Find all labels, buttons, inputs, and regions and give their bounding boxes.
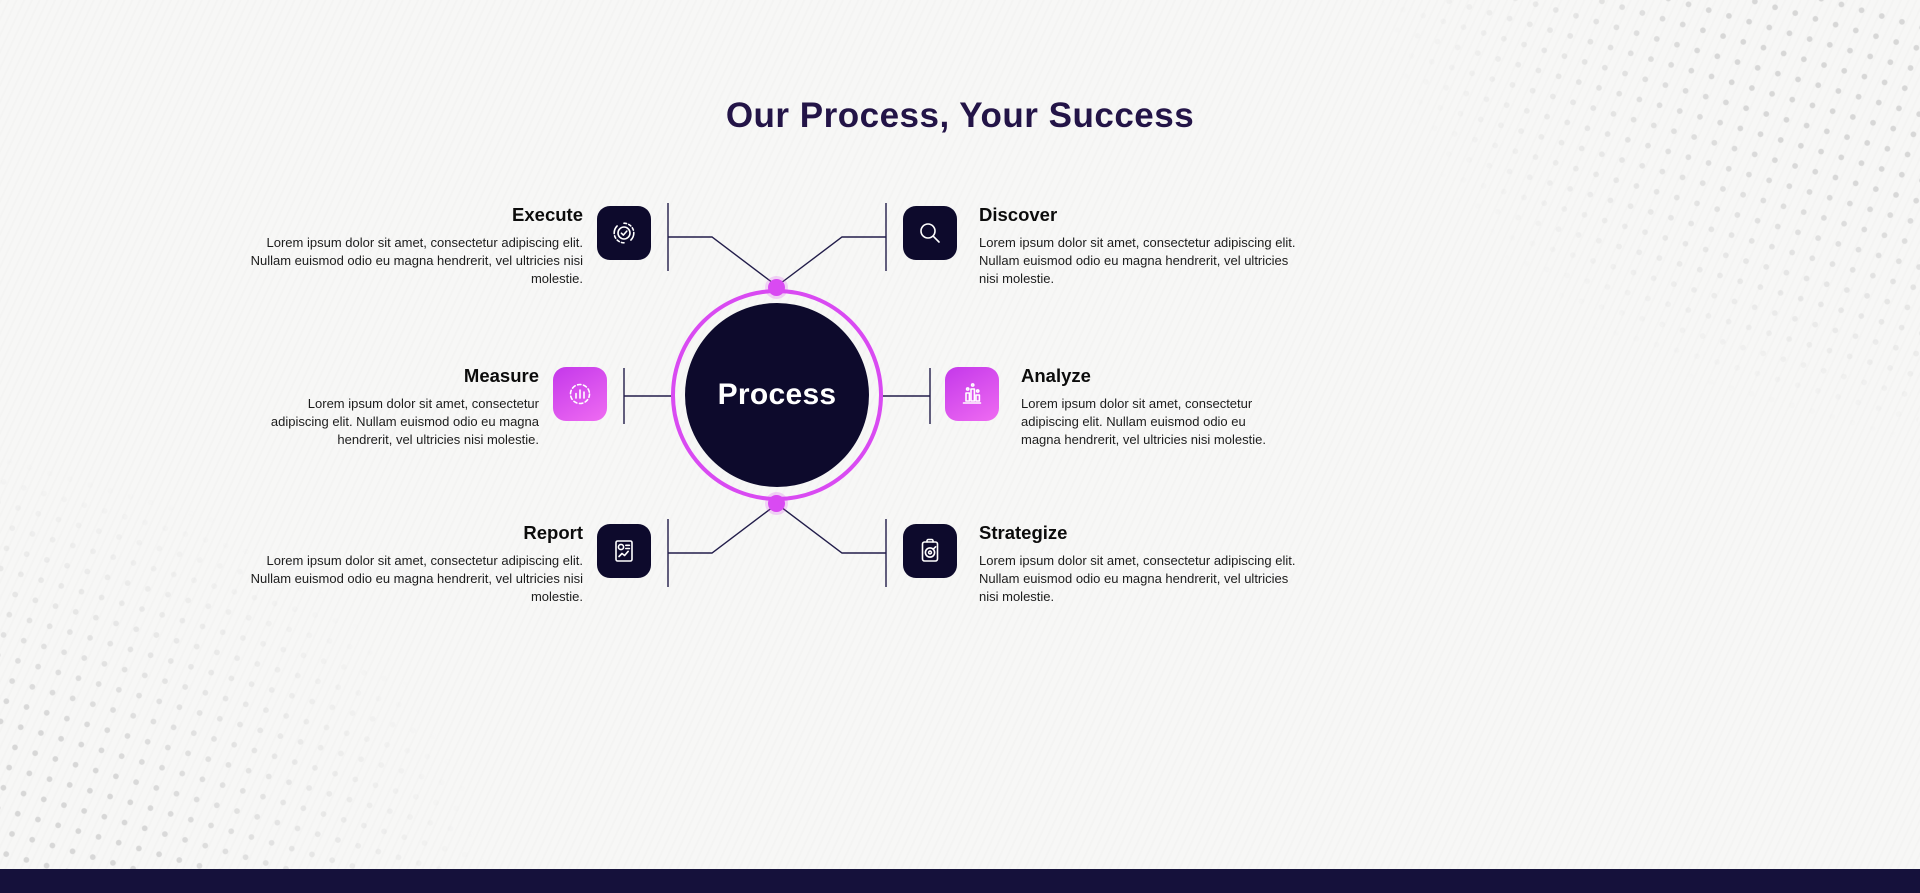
process-step-execute: Execute Lorem ipsum dolor sit amet, cons… bbox=[233, 204, 651, 288]
page-title: Our Process, Your Success bbox=[725, 96, 1195, 135]
process-step-analyze-title: Analyze bbox=[1021, 365, 1091, 386]
process-step-strategize-text: Strategize Lorem ipsum dolor sit amet, c… bbox=[979, 522, 1309, 606]
process-step-discover-description: Lorem ipsum dolor sit amet, consectetur … bbox=[979, 235, 1296, 286]
process-step-analyze-text: Analyze Lorem ipsum dolor sit amet, cons… bbox=[1021, 365, 1283, 449]
process-step-report-text: Report Lorem ipsum dolor sit amet, conse… bbox=[233, 522, 583, 606]
gear-check-icon bbox=[597, 206, 651, 260]
process-step-execute-title: Execute bbox=[512, 204, 583, 225]
gear-bars-icon bbox=[553, 367, 607, 421]
report-document-icon bbox=[597, 524, 651, 578]
hub-node-dot-bottom bbox=[768, 495, 785, 512]
process-step-measure-text: Measure Lorem ipsum dolor sit amet, cons… bbox=[259, 365, 539, 449]
footer-bar bbox=[0, 869, 1920, 893]
process-hub-label: Process bbox=[717, 378, 837, 411]
process-step-measure-description: Lorem ipsum dolor sit amet, consectetur … bbox=[270, 396, 539, 447]
process-step-discover: Discover Lorem ipsum dolor sit amet, con… bbox=[903, 204, 1309, 288]
process-step-analyze: Analyze Lorem ipsum dolor sit amet, cons… bbox=[945, 365, 1283, 449]
process-step-execute-description: Lorem ipsum dolor sit amet, consectetur … bbox=[250, 235, 583, 286]
process-step-execute-text: Execute Lorem ipsum dolor sit amet, cons… bbox=[233, 204, 583, 288]
bar-chart-icon bbox=[945, 367, 999, 421]
process-step-report: Report Lorem ipsum dolor sit amet, conse… bbox=[233, 522, 651, 606]
process-step-report-title: Report bbox=[523, 522, 583, 543]
process-step-analyze-description: Lorem ipsum dolor sit amet, consectetur … bbox=[1021, 396, 1266, 447]
process-step-strategize-description: Lorem ipsum dolor sit amet, consectetur … bbox=[979, 553, 1296, 604]
process-step-measure-title: Measure bbox=[463, 365, 539, 386]
clipboard-target-icon bbox=[903, 524, 957, 578]
process-step-report-description: Lorem ipsum dolor sit amet, consectetur … bbox=[250, 553, 583, 604]
process-hub-ring: Process bbox=[671, 289, 883, 501]
process-hub-circle: Process bbox=[685, 303, 869, 487]
process-step-measure: Measure Lorem ipsum dolor sit amet, cons… bbox=[259, 365, 607, 449]
magnifier-icon bbox=[903, 206, 957, 260]
process-step-discover-title: Discover bbox=[979, 204, 1058, 225]
process-step-discover-text: Discover Lorem ipsum dolor sit amet, con… bbox=[979, 204, 1309, 288]
process-step-strategize-title: Strategize bbox=[979, 522, 1068, 543]
process-step-strategize: Strategize Lorem ipsum dolor sit amet, c… bbox=[903, 522, 1309, 606]
hub-node-dot-top bbox=[768, 279, 785, 296]
